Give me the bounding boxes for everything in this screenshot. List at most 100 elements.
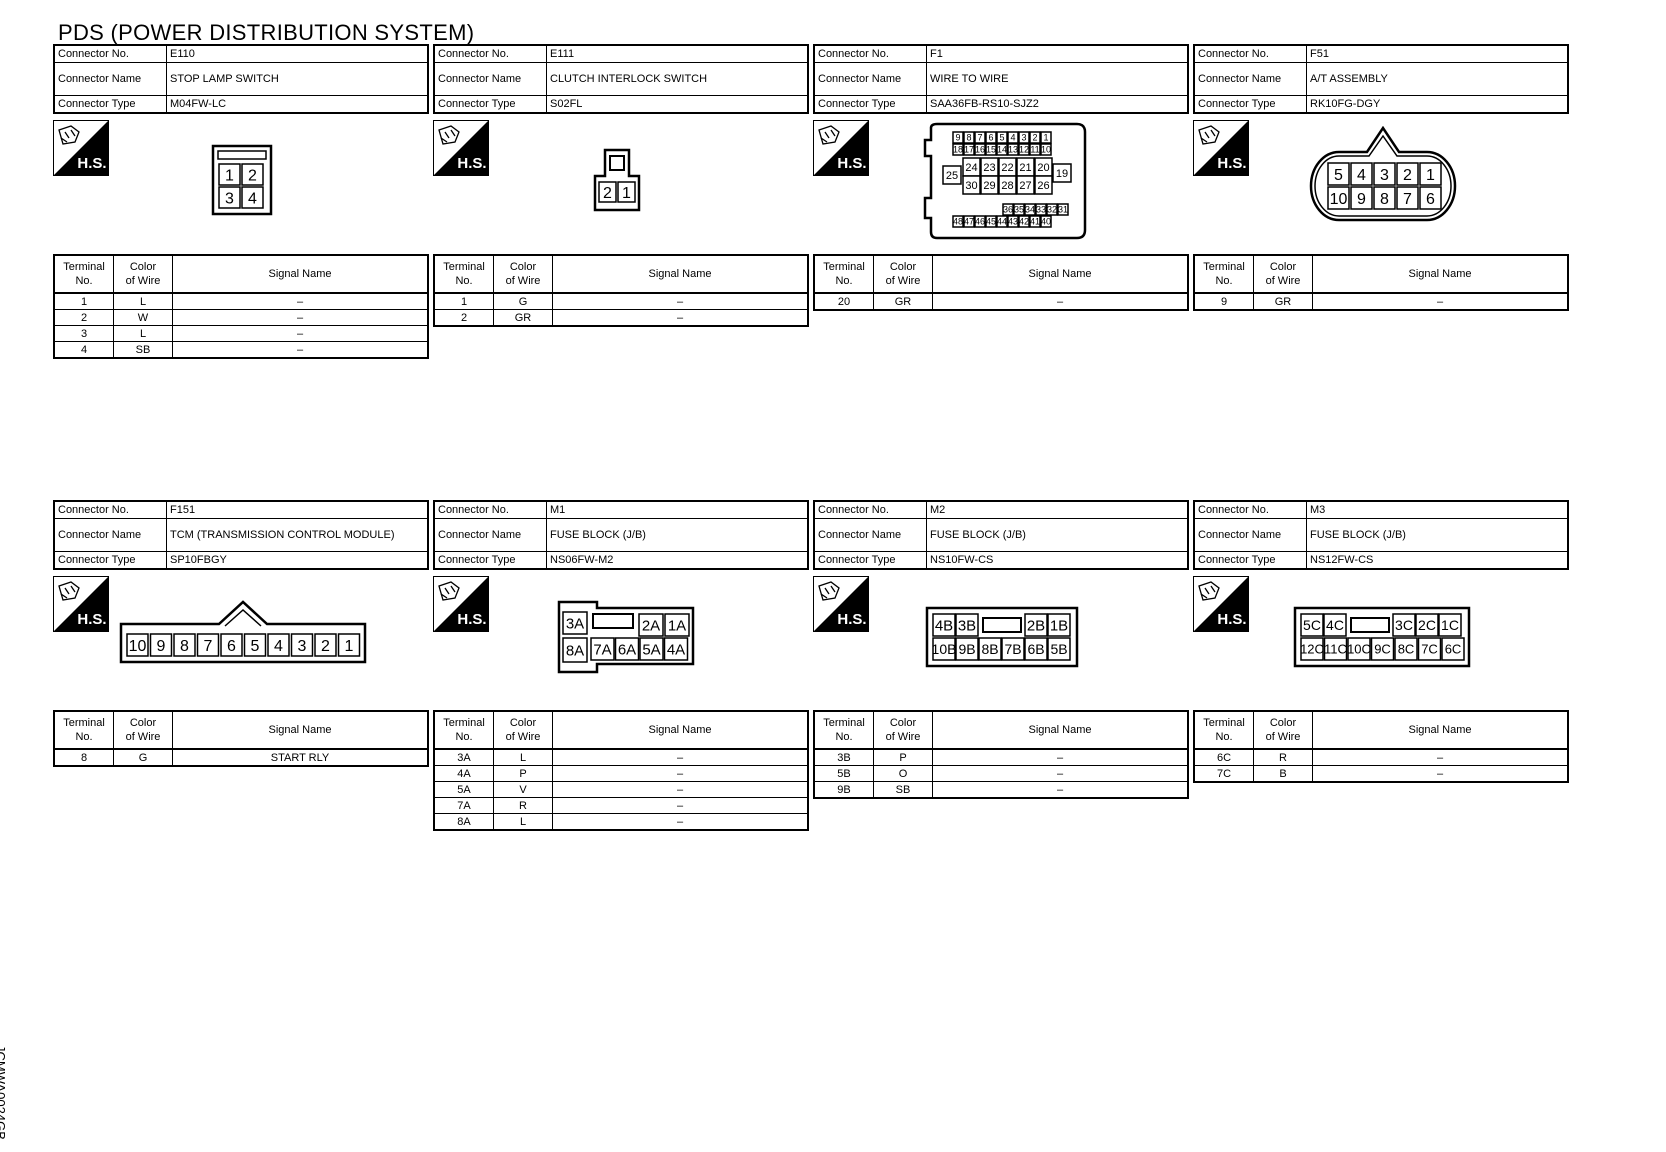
pin-cell [1018, 215, 1030, 228]
signal-name-cell: – [932, 765, 1189, 782]
pin-cell [952, 215, 964, 228]
pin-cell [1007, 131, 1019, 144]
pin-label: 1 [225, 167, 234, 184]
pin-label: 20 [1037, 162, 1049, 174]
signal-name-header: Signal Name [932, 254, 1189, 294]
connector-name-value: FUSE BLOCK (J/B) [926, 518, 1189, 552]
pin-label: 40 [1041, 217, 1051, 227]
pin-cell [1370, 637, 1395, 661]
pin-cell [1323, 637, 1348, 661]
pin-cell [1396, 186, 1419, 210]
pin-label: 10B [932, 641, 957, 657]
pin-cell [942, 165, 962, 185]
pin-label: 4B [935, 617, 953, 634]
pin-cell [1001, 637, 1025, 661]
pin-label: 7C [1421, 642, 1438, 657]
pin-label: 11 [1030, 145, 1039, 155]
pin-label: 28 [1001, 180, 1013, 192]
pin-cell [1394, 637, 1418, 661]
pin-cell [1035, 203, 1047, 216]
pin-label: 3 [298, 638, 307, 655]
connector-type-label: Connector Type [813, 95, 927, 114]
connector-type-value: NS06FW-M2 [546, 551, 809, 570]
svg-text:H.S.: H.S. [1217, 611, 1246, 628]
pin-label: 7A [593, 641, 611, 658]
pin-label: 44 [997, 217, 1007, 227]
pin-label: 17 [964, 145, 974, 155]
wire-color-cell: P [493, 765, 553, 782]
pin-label: 36 [1003, 205, 1013, 215]
pin-label: 29 [983, 180, 995, 192]
connector-no-value: E110 [166, 44, 429, 63]
pin-cell [996, 143, 1008, 156]
pin-cell [978, 637, 1002, 661]
pin-cell [1373, 186, 1396, 210]
connector-type-label: Connector Type [53, 95, 167, 114]
pin-cell [638, 613, 664, 637]
pin-cell [1040, 143, 1052, 156]
connector-type-value: RK10FG-DGY [1306, 95, 1569, 114]
connector-name-value: STOP LAMP SWITCH [166, 62, 429, 96]
pin-label: 43 [1008, 217, 1018, 227]
connector-name-value: A/T ASSEMBLY [1306, 62, 1569, 96]
pin-label: 3A [566, 615, 584, 632]
pin-cell [1327, 186, 1350, 210]
document-code: JCMWA0024GB [0, 1045, 8, 1140]
pin-label: 6C [1445, 642, 1462, 657]
signal-name-header: Signal Name [1312, 254, 1569, 294]
pin-label: 2 [1403, 167, 1412, 184]
signal-name-cell: – [552, 292, 809, 310]
connector-name-label: Connector Name [433, 518, 547, 552]
pin-label: 5C [1303, 617, 1321, 633]
pin-cell [126, 633, 149, 657]
pin-cell [218, 163, 241, 186]
pin-cell [1419, 162, 1442, 186]
connector-type-value: M04FW-LC [166, 95, 429, 114]
pin-label: 5 [999, 133, 1004, 143]
harness-side-icon: H.S. [433, 120, 489, 176]
pin-label: 4 [248, 190, 257, 207]
pin-cell [1417, 637, 1442, 661]
pin-cell [963, 131, 975, 144]
pin-label: 10 [1041, 145, 1051, 155]
pin-cell [617, 181, 636, 203]
signal-name-cell: – [172, 341, 429, 359]
terminal-no-cell: 7C [1193, 765, 1254, 783]
pin-cell [562, 611, 588, 635]
svg-text:H.S.: H.S. [1217, 155, 1246, 172]
pin-label: 1 [1426, 167, 1435, 184]
connector-no-value: M2 [926, 500, 1189, 519]
signal-name-cell: – [1312, 748, 1569, 766]
pin-cell [1300, 613, 1324, 637]
pin-cell [955, 613, 979, 637]
pin-cell [974, 131, 986, 144]
wire-color-cell: GR [493, 309, 553, 327]
signal-name-cell: – [1312, 765, 1569, 783]
pin-cell [1046, 203, 1058, 216]
harness-side-icon: H.S. [53, 576, 109, 632]
pin-cell [1350, 186, 1373, 210]
harness-side-icon: H.S. [1193, 120, 1249, 176]
connector-no-value: M3 [1306, 500, 1569, 519]
harness-side-icon: H.S. [1193, 576, 1249, 632]
pin-cell [562, 637, 588, 663]
pin-cell [985, 215, 997, 228]
pin-label: 7 [1403, 191, 1412, 208]
pin-cell [337, 633, 361, 657]
